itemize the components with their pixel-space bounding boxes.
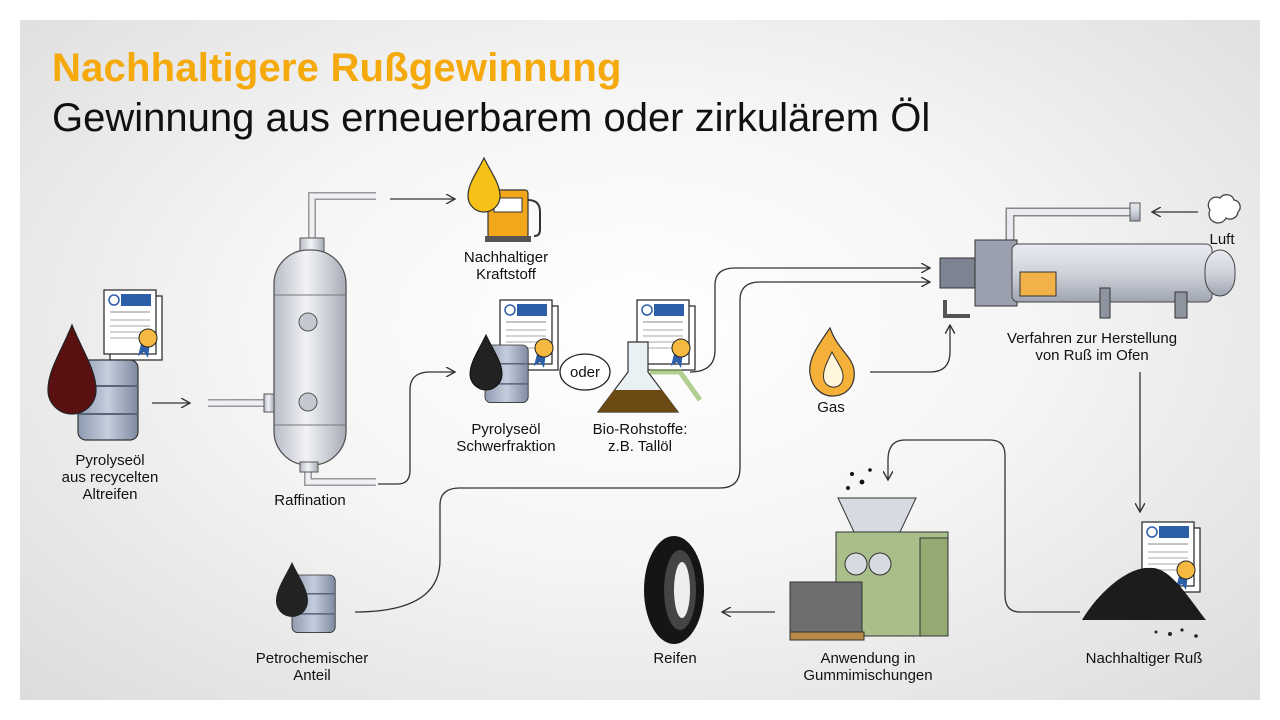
- label-or: oder: [570, 364, 600, 381]
- label-line: z.B. Tallöl: [608, 438, 672, 455]
- label-line: von Ruß im Ofen: [1035, 347, 1149, 364]
- bio-feedstock-flask-icon: [596, 299, 703, 413]
- label-line: Anwendung in: [820, 650, 916, 667]
- label-line: Gummimischungen: [803, 667, 933, 684]
- carbon-black-icon: [1082, 521, 1206, 638]
- air-cloud-icon: [1207, 194, 1241, 224]
- label-line: Schwerfraktion: [456, 438, 556, 455]
- label-petrochemical: Petrochemischer Anteil: [256, 650, 369, 684]
- label-line: Bio-Rohstoffe:: [592, 421, 688, 438]
- label-air: Luft: [1209, 231, 1234, 248]
- label-line: Luft: [1209, 231, 1235, 248]
- fuel-pump-icon: [467, 156, 541, 242]
- furnace-icon: [939, 202, 1236, 319]
- label-line: Nachhaltiger: [463, 249, 549, 266]
- label-line: Pyrolyseöl: [471, 421, 541, 438]
- label-line: Altreifen: [82, 486, 138, 503]
- label-tire: Reifen: [653, 650, 696, 667]
- page-subtitle: Gewinnung aus erneuerbarem oder zirkulär…: [52, 96, 931, 140]
- label-line: Petrochemischer: [255, 650, 369, 667]
- label-gas: Gas: [817, 399, 845, 416]
- refining-column-icon: [208, 192, 376, 486]
- arrow-feedstock-to-furnace: [689, 268, 930, 373]
- label-bio-feedstock: Bio-Rohstoffe: z.B. Tallöl: [593, 421, 688, 455]
- arrow-gas-to-furnace: [870, 325, 950, 373]
- label-line: aus recycelten: [61, 469, 159, 486]
- label-rubber: Anwendung in Gummimischungen: [803, 650, 932, 684]
- or-bubble: [559, 353, 611, 391]
- flow-arrows: [152, 199, 1198, 612]
- arrow-petrochemical-to-furnace: [354, 282, 930, 613]
- label-furnace: Verfahren zur Herstellung von Ruß im Ofe…: [1007, 330, 1177, 364]
- label-line: oder: [569, 364, 601, 381]
- arrow-refining-to-heavy-fraction: [378, 372, 455, 485]
- label-refining: Raffination: [274, 492, 345, 509]
- petrochemical-barrel-icon: [276, 562, 336, 634]
- pyrolysis-oil-icon: [47, 289, 163, 441]
- heavy-fraction-icon: [469, 299, 559, 404]
- label-pyrolysis-oil: Pyrolyseöl aus recycelten Altreifen: [62, 452, 159, 503]
- gas-flame-icon: [809, 326, 855, 397]
- label-fuel: Nachhaltiger Kraftstoff: [464, 249, 548, 283]
- tire-icon: [644, 536, 704, 644]
- label-line: Nachhaltiger Ruß: [1085, 650, 1203, 667]
- label-line: Gas: [817, 399, 845, 416]
- label-line: Reifen: [653, 650, 697, 667]
- label-line: Anteil: [293, 667, 331, 684]
- label-heavy-fraction: Pyrolyseöl Schwerfraktion: [456, 421, 555, 455]
- label-line: Pyrolyseöl: [75, 452, 145, 469]
- label-carbon-black: Nachhaltiger Ruß: [1086, 650, 1203, 667]
- label-line: Raffination: [274, 492, 346, 509]
- arrow-carbon-black-to-mixer: [888, 439, 1080, 613]
- label-line: Kraftstoff: [476, 266, 536, 283]
- label-line: Verfahren zur Herstellung: [1006, 330, 1178, 347]
- rubber-mixing-machine-icon: [789, 468, 949, 641]
- page-title: Nachhaltigere Rußgewinnung: [52, 46, 622, 90]
